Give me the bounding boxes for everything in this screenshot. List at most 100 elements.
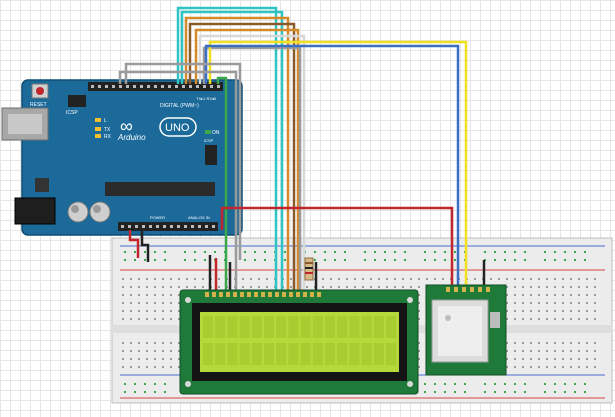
breadboard-hole: [418, 294, 420, 296]
breadboard-hole: [130, 278, 132, 280]
breadboard-hole: [146, 294, 148, 296]
breadboard-hole: [538, 350, 540, 352]
breadboard-hole: [162, 302, 164, 304]
breadboard-hole: [138, 278, 140, 280]
breadboard-hole: [322, 286, 324, 288]
breadboard-hole: [266, 286, 268, 288]
breadboard-hole: [130, 294, 132, 296]
power-pin: [135, 225, 138, 228]
breadboard-hole: [178, 278, 180, 280]
breadboard-hole: [562, 366, 564, 368]
gps-pin: [454, 287, 458, 292]
breadboard-hole: [162, 366, 164, 368]
rail-hole: [524, 251, 526, 253]
lcd-cell: [361, 316, 372, 338]
breadboard-hole: [434, 278, 436, 280]
breadboard-hole: [586, 342, 588, 344]
lcd-cell: [203, 316, 213, 338]
breadboard-hole: [570, 358, 572, 360]
tx-led: [95, 127, 101, 131]
atmega-chip: [105, 182, 215, 196]
breadboard-hole: [570, 342, 572, 344]
breadboard-hole: [418, 318, 420, 320]
power-pin: [177, 225, 180, 228]
wire-orange: [184, 16, 290, 290]
breadboard-hole: [186, 278, 188, 280]
rail-hole: [134, 383, 136, 385]
breadboard-hole: [514, 350, 516, 352]
rail-hole: [554, 391, 556, 393]
breadboard-hole: [562, 302, 564, 304]
rail-hole: [504, 259, 506, 261]
breadboard-hole: [570, 286, 572, 288]
breadboard-hole: [146, 310, 148, 312]
rail-hole: [574, 391, 576, 393]
breadboard-hole: [562, 310, 564, 312]
wire-cyan-2: [176, 6, 278, 290]
reset-label: RESET: [30, 102, 47, 108]
breadboard-hole: [170, 302, 172, 304]
rail-hole: [464, 391, 466, 393]
breadboard-hole: [546, 358, 548, 360]
rail-hole: [144, 391, 146, 393]
breadboard-hole: [370, 286, 372, 288]
breadboard-hole: [546, 342, 548, 344]
breadboard-hole: [122, 358, 124, 360]
rail-hole: [464, 383, 466, 385]
lcd-pin: [254, 292, 258, 297]
rail-hole: [314, 251, 316, 253]
rail-hole: [144, 383, 146, 385]
breadboard-hole: [394, 286, 396, 288]
lcd-pin: [275, 292, 279, 297]
gps-pin: [478, 287, 482, 292]
rx-label: RX: [104, 134, 112, 140]
rail-hole: [444, 383, 446, 385]
rail-hole: [564, 391, 566, 393]
breadboard-hole: [410, 286, 412, 288]
breadboard-hole: [546, 310, 548, 312]
power-pin: [156, 225, 159, 228]
lcd-cell: [288, 343, 299, 365]
rail-hole: [424, 391, 426, 393]
breadboard-hole: [578, 358, 580, 360]
lcd-cell: [276, 343, 287, 365]
breadboard-hole: [506, 342, 508, 344]
breadboard-hole: [506, 366, 508, 368]
breadboard-hole: [506, 310, 508, 312]
breadboard-hole: [570, 278, 572, 280]
rail-hole: [564, 251, 566, 253]
lcd-cell: [337, 316, 348, 338]
rail-hole: [134, 391, 136, 393]
lcd-cell: [227, 343, 238, 365]
breadboard-hole: [554, 318, 556, 320]
breadboard-hole: [546, 318, 548, 320]
breadboard-hole: [594, 318, 596, 320]
breadboard-hole: [258, 278, 260, 280]
breadboard-hole: [530, 358, 532, 360]
rail-hole: [194, 251, 196, 253]
breadboard-hole: [506, 286, 508, 288]
rail-hole: [514, 259, 516, 261]
breadboard-hole: [146, 342, 148, 344]
breadboard-hole: [138, 294, 140, 296]
breadboard-hole: [346, 286, 348, 288]
digital-pins: [91, 85, 220, 88]
lcd-cell: [288, 316, 299, 338]
digital-pin: [189, 85, 192, 88]
breadboard-hole: [218, 286, 220, 288]
breadboard-hole: [578, 366, 580, 368]
gps-pin: [462, 287, 466, 292]
breadboard-hole: [178, 342, 180, 344]
on-led: [205, 130, 211, 134]
rail-hole: [384, 259, 386, 261]
breadboard-hole: [122, 294, 124, 296]
rail-hole: [374, 259, 376, 261]
breadboard-hole: [594, 286, 596, 288]
breadboard-hole: [522, 366, 524, 368]
breadboard-hole: [554, 286, 556, 288]
lcd-pin: [212, 292, 216, 297]
arduino-logo-icon: ∞: [120, 116, 133, 136]
breadboard-hole: [546, 350, 548, 352]
breadboard-hole: [178, 318, 180, 320]
